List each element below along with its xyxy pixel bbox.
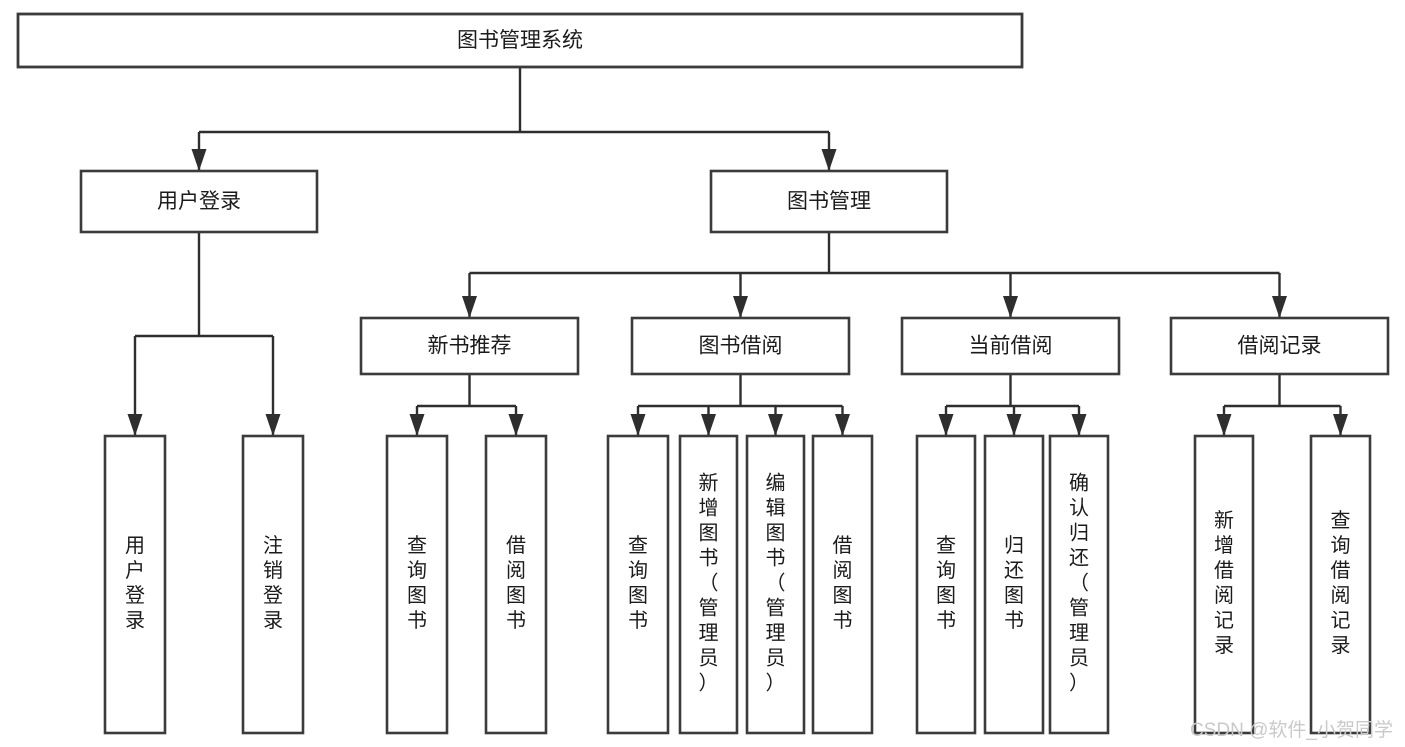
- node-root[interactable]: 图书管理系统: [16, 12, 1024, 69]
- node-br-query-record[interactable]: 查询借阅记录: [1309, 434, 1372, 735]
- node-label: 查询图书: [936, 534, 956, 632]
- node-box: [1193, 434, 1255, 735]
- node-box: [16, 12, 1024, 69]
- node-book-manage[interactable]: 图书管理: [709, 169, 949, 234]
- node-box: [811, 434, 874, 735]
- node-label: 图书管理系统: [457, 29, 583, 52]
- node-label: 用户登录: [157, 190, 241, 213]
- node-user-login-leaf[interactable]: 用户登录: [103, 434, 167, 735]
- node-label: 当前借阅: [969, 335, 1053, 358]
- connector-arrowhead: [265, 414, 281, 436]
- node-cb-return-book[interactable]: 归还图书: [983, 434, 1045, 735]
- connector-arrowhead: [191, 149, 207, 171]
- node-box: [241, 434, 305, 735]
- node-box: [709, 169, 949, 234]
- node-user-logout-leaf[interactable]: 注销登录: [241, 434, 305, 735]
- node-nbr-query-book[interactable]: 查询图书: [385, 434, 449, 735]
- node-label: 借阅图书: [506, 534, 526, 632]
- node-borrow-record[interactable]: 借阅记录: [1169, 316, 1390, 376]
- node-box: [915, 434, 977, 735]
- node-label: 新书推荐: [428, 335, 512, 358]
- node-label: 图书借阅: [699, 335, 783, 358]
- connector-arrowhead: [462, 296, 477, 318]
- node-box: [1309, 434, 1372, 735]
- node-cb-confirm-return[interactable]: 确认归还（管理员）: [1048, 434, 1110, 735]
- node-book-borrow[interactable]: 图书借阅: [630, 316, 851, 376]
- node-label: 用户登录: [125, 535, 145, 632]
- node-box: [678, 434, 739, 735]
- node-label: 查询图书: [628, 534, 648, 632]
- connector-arrowhead: [1333, 414, 1348, 436]
- node-br-add-record[interactable]: 新增借阅记录: [1193, 434, 1255, 735]
- node-layer: 图书管理系统用户登录图书管理新书推荐图书借阅当前借阅借阅记录用户登录注销登录查询…: [16, 12, 1390, 735]
- node-box: [983, 434, 1045, 735]
- node-box: [79, 169, 319, 234]
- connector-arrowhead: [1272, 296, 1287, 318]
- node-label: 确认归还（管理员）: [1069, 472, 1089, 695]
- node-bb-borrow-book[interactable]: 借阅图书: [811, 434, 874, 735]
- node-label: 借阅图书: [833, 534, 853, 632]
- node-label: 编辑图书（管理员）: [766, 472, 786, 695]
- node-box: [745, 434, 806, 735]
- connector-arrowhead: [1071, 414, 1087, 436]
- node-label: 查询图书: [407, 534, 427, 632]
- connector-arrowhead: [701, 414, 716, 436]
- node-label: 查询借阅记录: [1331, 509, 1351, 657]
- node-box: [900, 316, 1121, 376]
- connector-arrowhead: [768, 414, 783, 436]
- connector-arrowhead: [1216, 414, 1232, 436]
- node-box: [359, 316, 580, 376]
- node-box: [630, 316, 851, 376]
- node-label: 注销登录: [263, 534, 283, 632]
- node-current-borrow[interactable]: 当前借阅: [900, 316, 1121, 376]
- node-box: [385, 434, 449, 735]
- connector-arrowhead: [1006, 414, 1022, 436]
- connector-arrowhead: [127, 414, 143, 436]
- node-label: 归还图书: [1004, 534, 1024, 632]
- node-bb-query-book[interactable]: 查询图书: [606, 434, 670, 735]
- connector-arrowhead: [821, 149, 837, 171]
- node-bb-add-book[interactable]: 新增图书（管理员）: [678, 434, 739, 735]
- connector-arrowhead: [938, 414, 954, 436]
- connector-arrowhead: [835, 414, 850, 436]
- node-box: [1169, 316, 1390, 376]
- node-box: [103, 434, 167, 735]
- node-label: 新增借阅记录: [1214, 509, 1234, 657]
- node-label: 新增图书（管理员）: [699, 472, 719, 695]
- csdn-watermark: CSDN @软件_小贺同学: [1190, 719, 1393, 741]
- node-box: [606, 434, 670, 735]
- connector-arrowhead: [508, 414, 524, 436]
- node-cb-query-book[interactable]: 查询图书: [915, 434, 977, 735]
- connector-layer: [127, 67, 1348, 436]
- node-box: [484, 434, 548, 735]
- node-new-book-recommend[interactable]: 新书推荐: [359, 316, 580, 376]
- connector-arrowhead: [1003, 296, 1018, 318]
- node-label: 图书管理: [787, 190, 871, 213]
- connector-arrowhead: [733, 296, 748, 318]
- node-nbr-borrow-book[interactable]: 借阅图书: [484, 434, 548, 735]
- node-bb-edit-book[interactable]: 编辑图书（管理员）: [745, 434, 806, 735]
- connector-arrowhead: [409, 414, 425, 436]
- node-user-login[interactable]: 用户登录: [79, 169, 319, 234]
- connector-arrowhead: [630, 414, 646, 436]
- node-label: 借阅记录: [1238, 335, 1322, 358]
- node-box: [1048, 434, 1110, 735]
